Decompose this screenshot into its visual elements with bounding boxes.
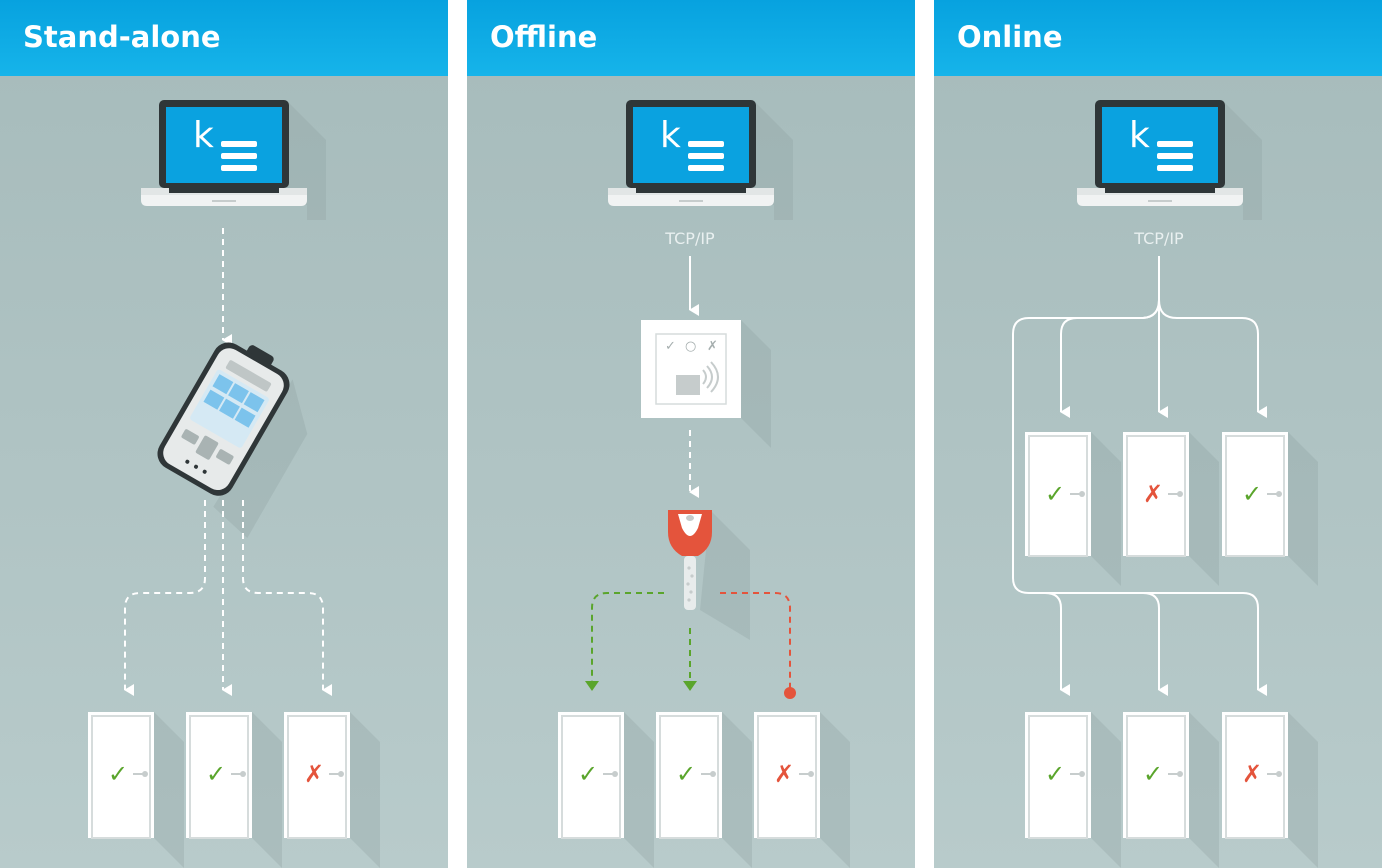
panel-title: Stand-alone: [23, 20, 221, 54]
laptop-icon: k: [141, 100, 326, 220]
door-icon: ✗: [1222, 712, 1318, 868]
check-icon: ✓: [1045, 480, 1065, 508]
laptop-icon: k: [608, 100, 793, 220]
door-icon: ✓: [88, 712, 184, 868]
check-icon: ✓: [578, 760, 598, 788]
logo-letter: k: [660, 115, 681, 156]
check-icon: ✓: [1045, 760, 1065, 788]
panel-offline: Offline k TCP/IP ✓ ○ ✗: [467, 0, 915, 868]
panel-title: Online: [957, 20, 1063, 54]
door-icon: ✓: [1025, 432, 1121, 586]
laptop-icon: k: [1077, 100, 1262, 220]
check-icon: ✓: [676, 760, 696, 788]
panel-header: [934, 0, 1382, 76]
blocked-dot: [784, 687, 796, 699]
check-icon: ✓: [206, 760, 226, 788]
cross-icon: ✗: [1143, 480, 1163, 508]
door-icon: ✓: [1123, 712, 1219, 868]
reader-circle-symbol: ○: [685, 339, 696, 354]
check-icon: ✓: [1242, 480, 1262, 508]
panel-online: Online k TCP/IP: [934, 0, 1382, 868]
logo-letter: k: [1129, 115, 1150, 156]
check-icon: ✓: [1143, 760, 1163, 788]
logo-letter: k: [193, 115, 214, 156]
check-icon: ✓: [108, 760, 128, 788]
door-icon: ✓: [1222, 432, 1318, 586]
reader-check-symbol: ✓: [665, 339, 676, 354]
door-icon: ✗: [284, 712, 380, 868]
reader-cross-symbol: ✗: [707, 339, 718, 354]
handheld-device-icon: [157, 342, 308, 538]
door-icon: ✓: [186, 712, 282, 868]
panel-stand-alone: Stand-alone k: [0, 0, 448, 868]
cross-icon: ✗: [1242, 760, 1262, 788]
door-icon: ✓: [558, 712, 654, 868]
wall-programmer-icon: ✓ ○ ✗: [641, 320, 771, 448]
protocol-label: TCP/IP: [1133, 229, 1184, 248]
panel-header: [467, 0, 915, 76]
panel-title: Offline: [490, 20, 597, 54]
door-icon: ✓: [1025, 712, 1121, 868]
cross-icon: ✗: [774, 760, 794, 788]
panel-header: [0, 0, 448, 76]
door-icon: ✗: [1123, 432, 1219, 586]
protocol-label: TCP/IP: [664, 229, 715, 248]
door-icon: ✗: [754, 712, 850, 868]
cross-icon: ✗: [304, 760, 324, 788]
key-icon: [668, 510, 750, 640]
door-icon: ✓: [656, 712, 752, 868]
